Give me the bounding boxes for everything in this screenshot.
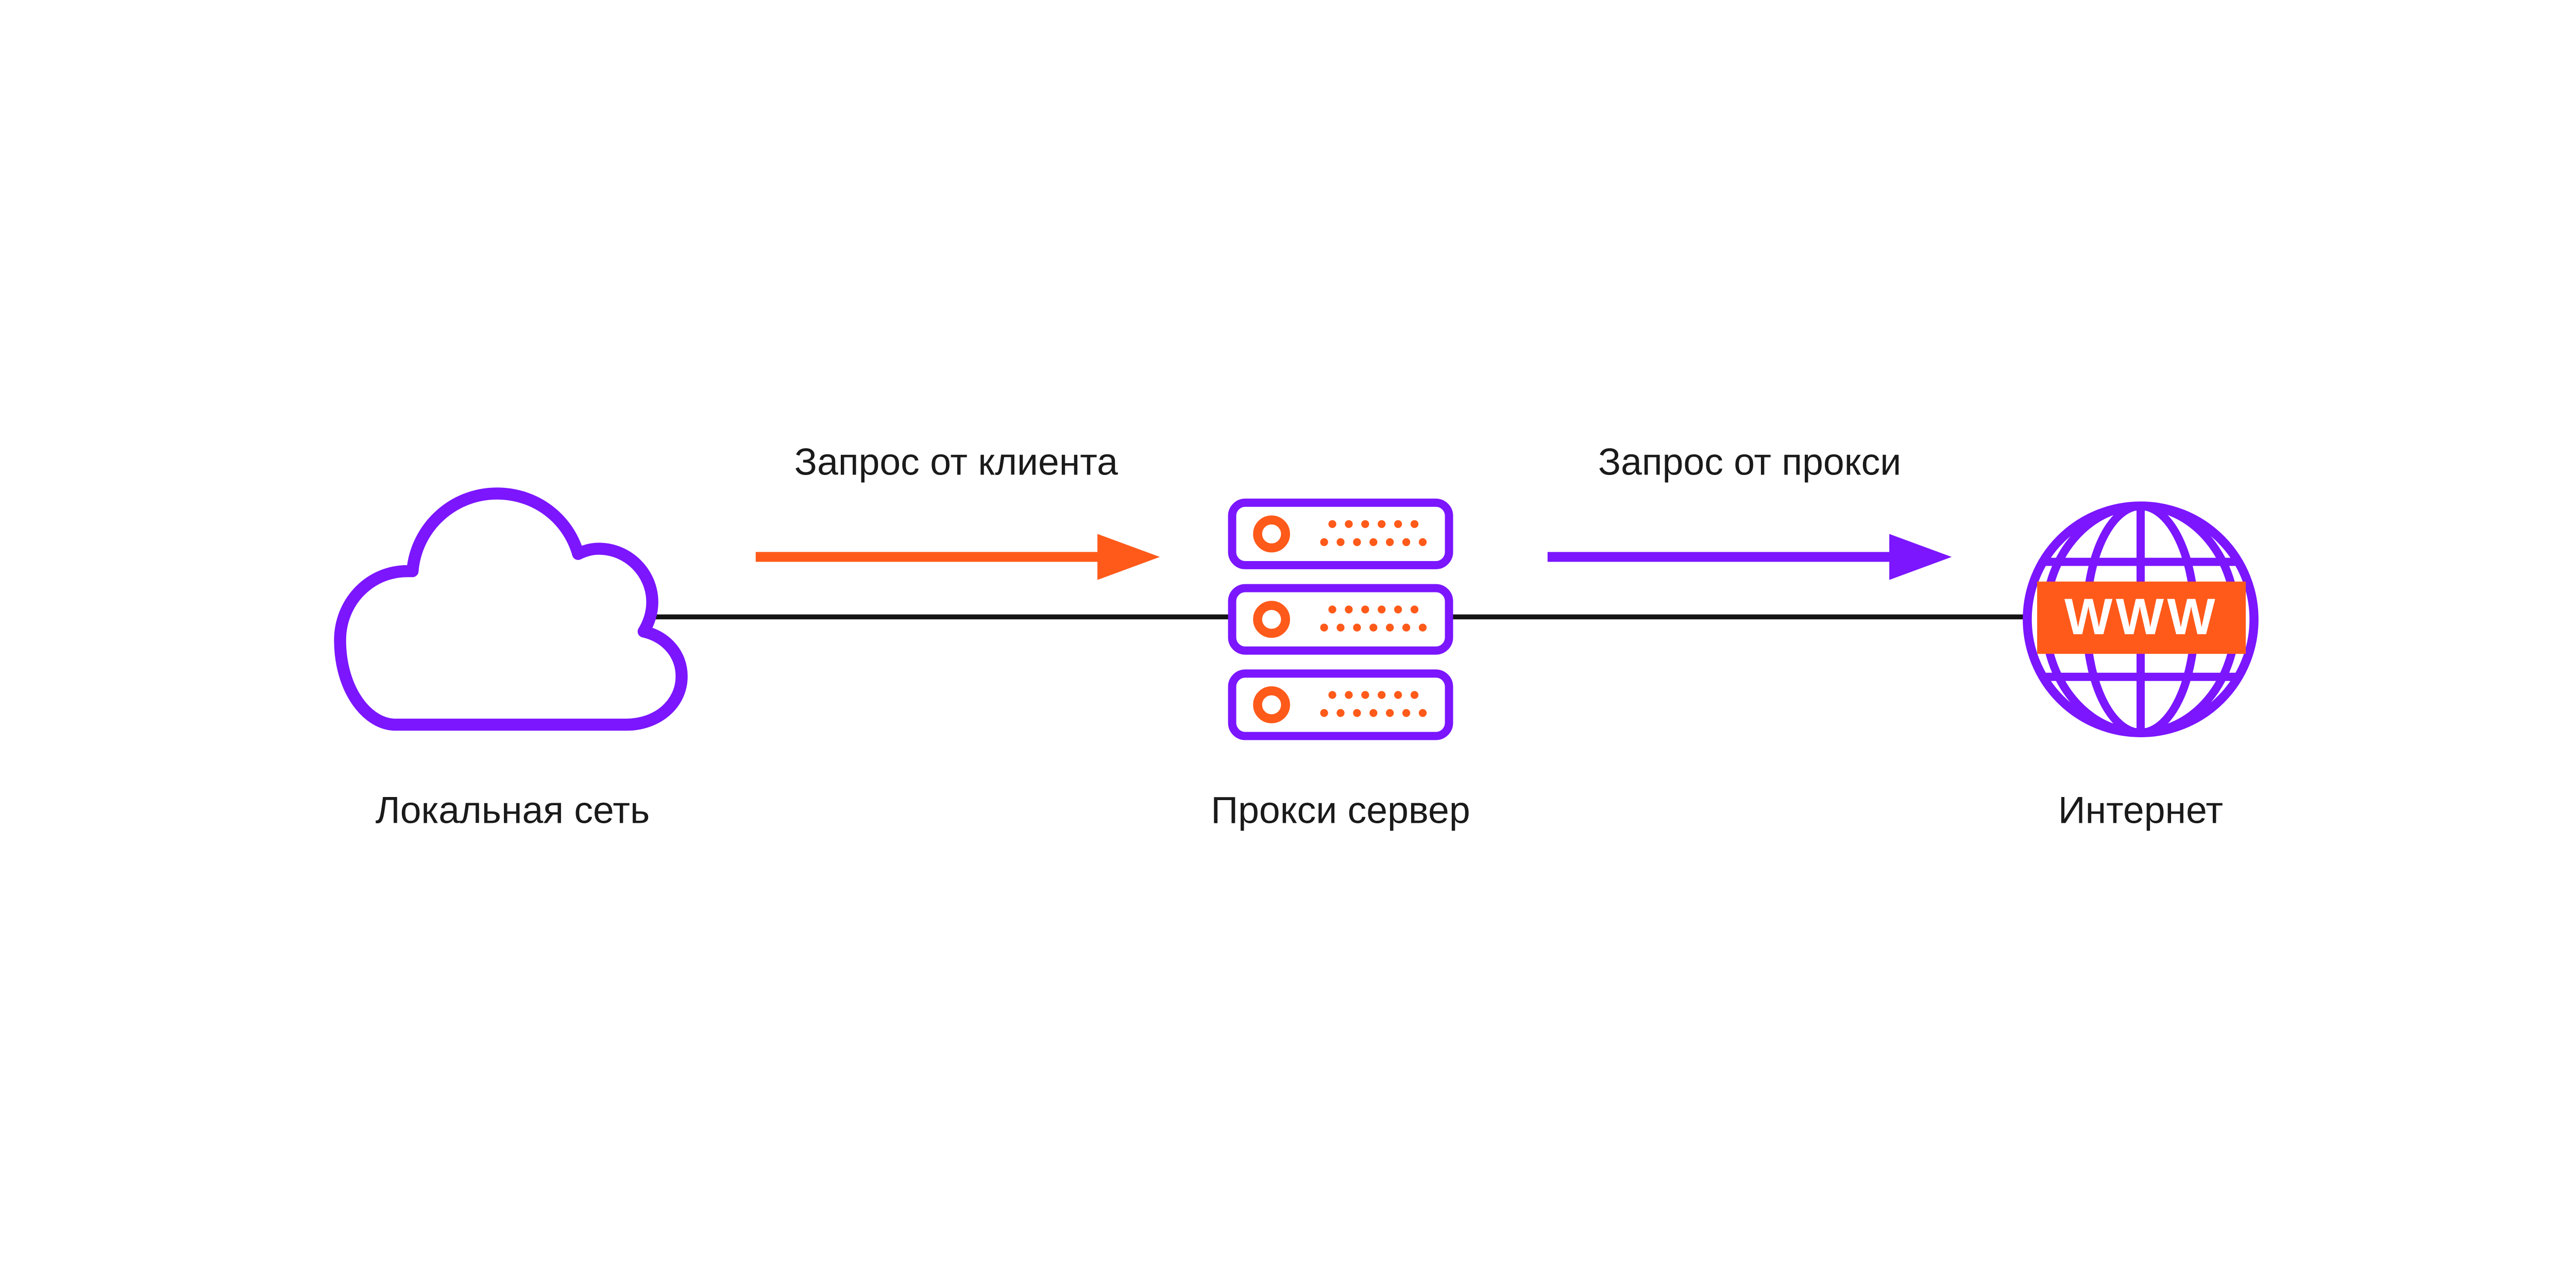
internet-label: Интернет xyxy=(2058,788,2223,832)
server-unit-icon xyxy=(1228,669,1453,740)
proxy-server-label: Прокси сервер xyxy=(1211,788,1470,832)
local-network-node xyxy=(306,480,720,756)
client-request-label: Запрос от клиента xyxy=(794,440,1118,483)
local-network-label: Локальная сеть xyxy=(375,788,650,832)
arrow-right-icon xyxy=(755,534,1160,580)
www-badge: WWW xyxy=(2037,581,2246,654)
server-unit-icon xyxy=(1228,584,1453,655)
proxy-request-label: Запрос от прокси xyxy=(1598,440,1902,483)
client-request-arrow xyxy=(752,532,1163,582)
server-unit-icon xyxy=(1228,498,1453,569)
cloud-icon xyxy=(334,487,688,731)
proxy-request-arrow xyxy=(1544,532,1955,582)
arrow-right-icon xyxy=(1547,534,1952,580)
proxy-server-node xyxy=(1227,498,1454,741)
